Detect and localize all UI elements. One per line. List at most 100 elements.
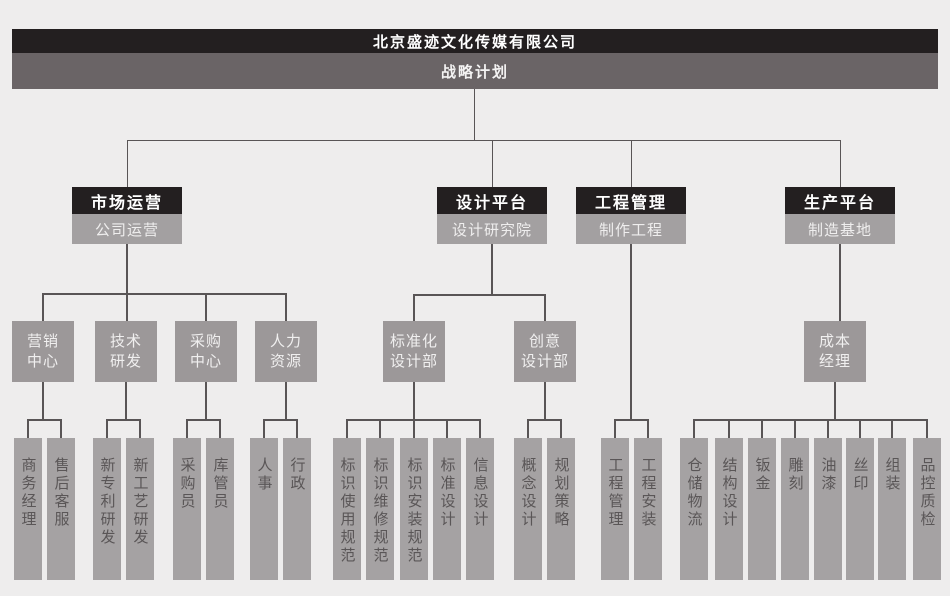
dept-node-human-resources: 人力资源 — [255, 321, 317, 382]
strategy-subtitle-bar: 战略计划 — [12, 53, 938, 89]
connector-line — [42, 382, 44, 419]
connector-line — [492, 140, 493, 187]
team-node-sheet-metal: 钣金 — [748, 438, 776, 580]
connector-line — [126, 244, 128, 293]
connector-line — [544, 294, 546, 321]
connector-line — [127, 140, 840, 141]
company-title-bar: 北京盛迹文化传媒有限公司 — [12, 29, 938, 53]
connector-line — [186, 419, 221, 421]
connector-line — [631, 140, 632, 187]
connector-line — [126, 293, 128, 321]
team-node-project-management: 工程管理 — [601, 438, 629, 580]
team-node-new-patent-rd: 新专利研发 — [93, 438, 121, 580]
connector-line — [834, 382, 836, 419]
connector-line — [205, 293, 207, 321]
connector-line — [491, 244, 493, 294]
connector-line — [413, 382, 415, 419]
team-node-carving: 雕刻 — [781, 438, 809, 580]
division-node-engineering-management: 工程管理 制作工程 — [576, 187, 686, 244]
team-node-concept-design: 概念设计 — [514, 438, 542, 580]
connector-line — [296, 419, 298, 438]
connector-line — [285, 293, 287, 321]
team-node-new-process-rd: 新工艺研发 — [126, 438, 154, 580]
connector-line — [219, 419, 221, 438]
division-node-market-operations: 市场运营 公司运营 — [72, 187, 182, 244]
division-node-production-platform: 生产平台 制造基地 — [785, 187, 895, 244]
connector-line — [263, 419, 298, 421]
dept-node-marketing-center: 营销中心 — [12, 321, 74, 382]
team-node-administration: 行政 — [283, 438, 311, 580]
connector-line — [544, 382, 546, 419]
team-node-buyer: 采购员 — [173, 438, 201, 580]
connector-line — [42, 293, 44, 321]
division-header: 工程管理 — [576, 187, 686, 214]
division-header: 生产平台 — [785, 187, 895, 214]
dept-node-procurement-center: 采购中心 — [175, 321, 237, 382]
team-node-after-sales: 售后客服 — [47, 438, 75, 580]
connector-line — [27, 419, 62, 421]
connector-line — [794, 419, 796, 438]
division-sub: 制造基地 — [785, 214, 895, 244]
team-node-personnel: 人事 — [250, 438, 278, 580]
connector-line — [413, 419, 415, 438]
connector-line — [630, 244, 632, 419]
connector-line — [346, 419, 348, 438]
team-node-silk-print: 丝印 — [846, 438, 874, 580]
division-header: 设计平台 — [437, 187, 547, 214]
team-node-signage-maintenance-spec: 标识维修规范 — [366, 438, 394, 580]
team-node-assembly: 组装 — [878, 438, 906, 580]
connector-line — [527, 419, 529, 438]
company-name: 北京盛迹文化传媒有限公司 — [372, 33, 577, 51]
connector-line — [891, 419, 893, 438]
connector-line — [139, 419, 141, 438]
division-node-design-platform: 设计平台 设计研究院 — [437, 187, 547, 244]
dept-node-standardized-design: 标准化设计部 — [383, 321, 445, 382]
team-node-info-design: 信息设计 — [466, 438, 494, 580]
connector-line — [840, 140, 841, 187]
connector-line — [106, 419, 108, 438]
team-node-business-manager: 商务经理 — [14, 438, 42, 580]
connector-line — [728, 419, 730, 438]
team-node-quality-control: 品控质检 — [913, 438, 941, 580]
connector-line — [859, 419, 861, 438]
team-node-warehouse-logistics: 仓储物流 — [680, 438, 708, 580]
team-node-warehouse-keeper: 库管员 — [206, 438, 234, 580]
team-node-signage-usage-spec: 标识使用规范 — [333, 438, 361, 580]
dept-node-creative-design: 创意设计部 — [514, 321, 576, 382]
connector-line — [474, 89, 475, 140]
team-node-structural-design: 结构设计 — [715, 438, 743, 580]
connector-line — [614, 419, 616, 438]
connector-line — [42, 293, 287, 295]
dept-node-tech-rd: 技术研发 — [95, 321, 157, 382]
team-node-painting: 油漆 — [814, 438, 842, 580]
division-header: 市场运营 — [72, 187, 182, 214]
connector-line — [926, 419, 928, 438]
connector-line — [693, 419, 695, 438]
connector-line — [827, 419, 829, 438]
connector-line — [693, 419, 928, 421]
dept-node-cost-manager: 成本经理 — [804, 321, 866, 382]
connector-line — [479, 419, 481, 438]
connector-line — [761, 419, 763, 438]
connector-line — [127, 140, 128, 187]
division-sub: 公司运营 — [72, 214, 182, 244]
connector-line — [839, 244, 841, 321]
connector-line — [560, 419, 562, 438]
connector-line — [647, 419, 649, 438]
team-node-planning-strategy: 规划策略 — [547, 438, 575, 580]
connector-line — [205, 382, 207, 419]
connector-line — [263, 419, 265, 438]
connector-line — [527, 419, 562, 421]
team-node-signage-install-spec: 标识安装规范 — [400, 438, 428, 580]
connector-line — [446, 419, 448, 438]
team-node-project-install: 工程安装 — [634, 438, 662, 580]
connector-line — [106, 419, 141, 421]
connector-line — [27, 419, 29, 438]
division-sub: 设计研究院 — [437, 214, 547, 244]
connector-line — [285, 382, 287, 419]
connector-line — [379, 419, 381, 438]
strategy-subtitle: 战略计划 — [440, 63, 509, 81]
connector-line — [413, 294, 546, 296]
connector-line — [125, 382, 127, 419]
